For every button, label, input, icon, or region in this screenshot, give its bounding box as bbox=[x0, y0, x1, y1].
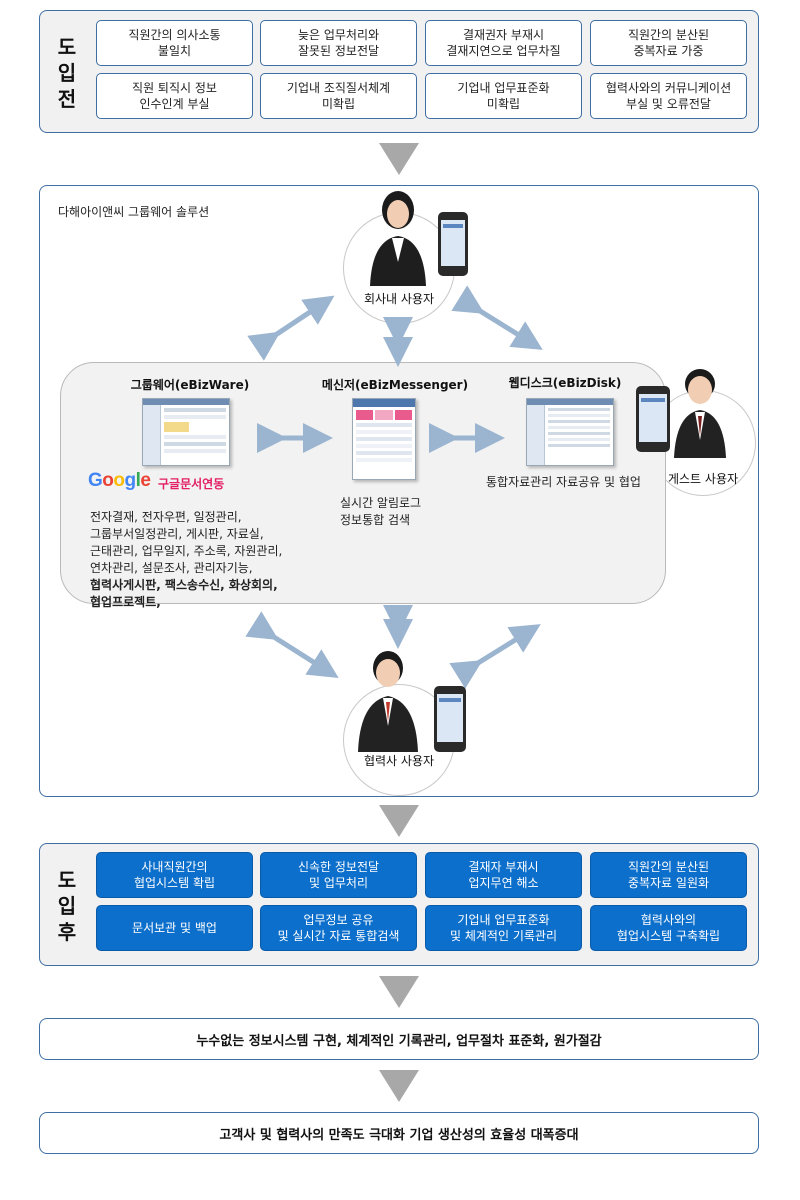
groupware-features: 전자결재, 전자우편, 일정관리, 그룹부서일정관리, 게시판, 자료실, 근태… bbox=[90, 510, 283, 575]
groupware-description: 전자결재, 전자우편, 일정관리, 그룹부서일정관리, 게시판, 자료실, 근태… bbox=[90, 492, 330, 611]
before-item: 늦은 업무처리와 잘못된 정보전달 bbox=[260, 20, 417, 66]
after-title-char: 후 bbox=[57, 919, 77, 944]
after-item: 사내직원간의 협업시스템 확립 bbox=[96, 852, 253, 898]
guest-user-label: 게스트 사용자 bbox=[667, 472, 739, 486]
before-item: 결재권자 부재시 결재지연으로 업무차질 bbox=[425, 20, 582, 66]
groupware-features-bold: 협력사게시판, 팩스송수신, 화상회의, 협업프로젝트, bbox=[90, 578, 278, 609]
after-item: 직원간의 분산된 중복자료 일원화 bbox=[590, 852, 747, 898]
down-arrow-icon bbox=[379, 976, 419, 1008]
result-box: 고객사 및 협력사의 만족도 극대화 기업 생산성의 효율성 대폭증대 bbox=[39, 1112, 759, 1154]
after-item: 결재자 부재시 업지무연 해소 bbox=[425, 852, 582, 898]
partner-user-label: 협력사 사용자 bbox=[363, 754, 435, 768]
messenger-screenshot-icon bbox=[352, 398, 416, 480]
messenger-title: 메신저(eBizMessenger) bbox=[321, 378, 469, 392]
after-title-char: 도 bbox=[57, 867, 77, 892]
before-title-char: 도 bbox=[57, 34, 77, 59]
after-item: 업무정보 공유 및 실시간 자료 통합검색 bbox=[260, 905, 417, 951]
groupware-title: 그룹웨어(eBizWare) bbox=[130, 378, 250, 392]
before-item: 협력사와의 커뮤니케이션 부실 및 오류전달 bbox=[590, 73, 747, 119]
before-item: 직원간의 의사소통 불일치 bbox=[96, 20, 253, 66]
webdisk-title: 웹디스크(eBizDisk) bbox=[508, 376, 622, 390]
before-title-char: 입 bbox=[57, 60, 77, 85]
company-user-circle bbox=[343, 212, 455, 324]
before-item: 기업내 업무표준화 미확립 bbox=[425, 73, 582, 119]
after-item: 협력사와의 협업시스템 구축확립 bbox=[590, 905, 747, 951]
result-box: 누수없는 정보시스템 구현, 체계적인 기록관리, 업무절차 표준화, 원가절감 bbox=[39, 1018, 759, 1060]
down-arrow-icon bbox=[379, 143, 419, 175]
partner-user-circle bbox=[343, 684, 455, 796]
google-docs-label: 구글문서연동 bbox=[158, 477, 225, 491]
solution-label: 다해아이앤씨 그룹웨어 솔루션 bbox=[58, 205, 210, 219]
webdisk-screenshot-icon bbox=[526, 398, 614, 466]
after-title: 도 입 후 bbox=[40, 844, 94, 967]
after-item: 문서보관 및 백업 bbox=[96, 905, 253, 951]
webdisk-description: 통합자료관리 자료공유 및 협업 bbox=[486, 475, 641, 489]
before-title-char: 전 bbox=[57, 86, 77, 111]
before-item: 직원간의 분산된 중복자료 가중 bbox=[590, 20, 747, 66]
after-item: 신속한 정보전달 및 업무처리 bbox=[260, 852, 417, 898]
company-user-label: 회사내 사용자 bbox=[363, 292, 435, 306]
after-title-char: 입 bbox=[57, 893, 77, 918]
down-arrow-icon bbox=[379, 805, 419, 837]
google-logo: Google bbox=[88, 470, 151, 491]
messenger-description: 실시간 알림로그 정보통합 검색 bbox=[340, 496, 422, 527]
down-arrow-icon bbox=[379, 1070, 419, 1102]
before-title: 도 입 전 bbox=[40, 11, 94, 134]
before-item: 직원 퇴직시 정보 인수인계 부실 bbox=[96, 73, 253, 119]
before-item: 기업내 조직질서체계 미확립 bbox=[260, 73, 417, 119]
groupware-screenshot-icon bbox=[142, 398, 230, 466]
after-item: 기업내 업무표준화 및 체계적인 기록관리 bbox=[425, 905, 582, 951]
